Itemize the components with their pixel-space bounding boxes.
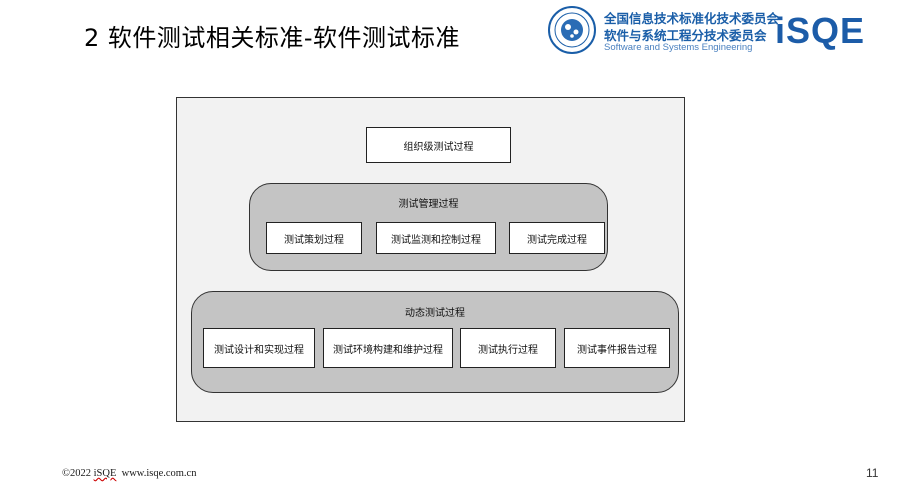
- org-name-english: Software and Systems Engineering: [604, 42, 753, 53]
- test-incident-reporting-box: 测试事件报告过程: [564, 328, 670, 368]
- test-design-implementation-box: 测试设计和实现过程: [203, 328, 315, 368]
- page-number: 11: [866, 466, 879, 480]
- test-planning-box: 测试策划过程: [266, 222, 362, 254]
- test-completion-box: 测试完成过程: [509, 222, 605, 254]
- test-execution-box: 测试执行过程: [460, 328, 556, 368]
- test-management-label: 测试管理过程: [398, 199, 459, 210]
- footer-url: www.isqe.com.cn: [121, 468, 197, 479]
- footer-brand: iSQE: [93, 468, 117, 479]
- brand-logo: iSQE: [775, 10, 866, 51]
- dynamic-test-label: 动态测试过程: [405, 308, 465, 319]
- slide-title: 2 软件测试相关标准-软件测试标准: [84, 24, 461, 52]
- test-monitoring-control-box: 测试监测和控制过程: [376, 222, 496, 254]
- committee-seal-logo: [548, 6, 596, 54]
- footer-copyright: ©2022 iSQE www.isqe.com.cn: [62, 468, 196, 479]
- test-process-diagram: 组织级测试过程 测试管理过程 测试策划过程 测试监测和控制过程 测试完成过程 动…: [176, 97, 685, 422]
- copyright-year: ©2022: [62, 468, 91, 479]
- test-environment-box: 测试环境构建和维护过程: [323, 328, 453, 368]
- organizational-test-process-box: 组织级测试过程: [366, 127, 511, 163]
- org-name-line-2: 软件与系统工程分技术委员会: [604, 28, 767, 43]
- org-name-line-1: 全国信息技术标准化技术委员会: [604, 11, 780, 26]
- dynamic-test-group: 动态测试过程 测试设计和实现过程 测试环境构建和维护过程 测试执行过程 测试事件…: [191, 291, 679, 393]
- test-management-group: 测试管理过程 测试策划过程 测试监测和控制过程 测试完成过程: [249, 183, 608, 271]
